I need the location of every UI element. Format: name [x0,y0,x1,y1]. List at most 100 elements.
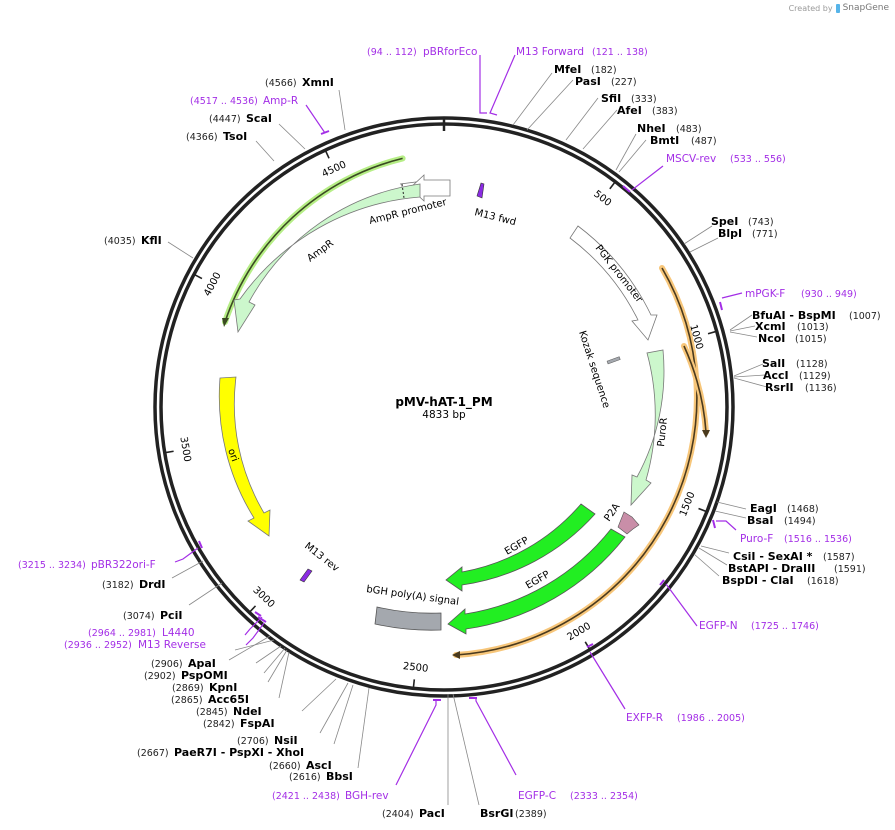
enzyme-drdi[interactable]: DrdI [139,578,166,591]
enzyme-pasi[interactable]: PasI [575,75,601,88]
enzyme-pos: (2845) [196,707,228,718]
enzyme-bstapi-draiii[interactable]: BstAPI - DraIII [728,562,815,575]
primer-bgh-rev[interactable]: BGH-rev [345,790,389,802]
enzyme-pos: (2660) [269,761,301,772]
primer-labels: (94 .. 112) pBRforEco M13 Forward (121 .… [18,46,857,802]
primer-exfp-r[interactable]: EXFP-R [626,712,663,724]
enzyme-pos: (2869) [172,683,204,694]
plasmid-length: 4833 bp [422,409,466,421]
feature-m13-fwd[interactable] [476,182,485,199]
enzyme-ncoi[interactable]: NcoI [758,332,785,345]
label-bgh-polya: bGH poly(A) signal [366,584,460,608]
enzyme-pos: (1591) [834,564,866,575]
feature-egfp-1[interactable] [447,528,626,635]
enzyme-asci[interactable]: AscI [306,759,332,772]
enzyme-rsrii[interactable]: RsrII [765,381,794,394]
primer-pbr322ori-f[interactable]: pBR322ori-F [91,559,156,571]
enzyme-mfei[interactable]: MfeI [554,63,581,76]
enzyme-bfuai-bspmi[interactable]: BfuAI - BspMI [752,309,836,322]
primer-range: (533 .. 556) [730,154,786,165]
feature-pgk-promoter[interactable] [569,225,658,341]
primer-range: (3215 .. 3234) [18,560,86,571]
enzyme-leaders [167,72,768,806]
enzyme-scai[interactable]: ScaI [246,112,272,125]
primer-pbrforeco[interactable]: pBRforEco [423,46,477,58]
tick-mark [698,507,707,513]
feature-m13-rev[interactable] [299,568,313,583]
backbone [153,116,735,698]
enzyme-fspai[interactable]: FspAI [240,717,275,730]
enzyme-nsii[interactable]: NsiI [274,734,298,747]
enzyme-pos: (4035) [104,236,136,247]
feature-egfp-2[interactable] [445,503,596,592]
enzyme-tsoi[interactable]: TsoI [223,130,247,143]
feature-kozak[interactable] [606,356,621,365]
primer-range: (2421 .. 2438) [272,791,340,802]
enzyme-acc65i[interactable]: Acc65I [208,693,249,706]
feature-ori[interactable] [218,376,271,537]
enzyme-paer7i-pspxi-xhoi[interactable]: PaeR7I - PspXI - XhoI [174,746,304,759]
plasmid-name: pMV-hAT-1_PM [395,395,492,410]
tick-label: 4000 [202,271,224,299]
tick-label: 500 [591,189,613,209]
enzyme-pos: (2865) [171,695,203,706]
enzyme-acci[interactable]: AccI [763,369,789,382]
enzyme-pos: (2902) [144,671,176,682]
enzyme-kfli[interactable]: KflI [141,234,162,247]
primer-m13-forward[interactable]: M13 Forward [516,46,584,58]
enzyme-bsrgi[interactable]: BsrGI [480,807,513,820]
enzyme-sali[interactable]: SalI [762,357,785,370]
tick-mark [707,330,716,335]
enzyme-eagi[interactable]: EagI [750,502,777,515]
credit-brand: SnapGene [842,3,889,13]
enzyme-paci[interactable]: PacI [419,807,445,820]
enzyme-apai[interactable]: ApaI [188,657,216,670]
enzyme-pcii[interactable]: PciI [160,609,182,622]
primer-amp-r[interactable]: Amp-R [263,95,298,107]
enzyme-pspomi[interactable]: PspOMI [181,669,228,682]
feature-ampr[interactable] [233,183,421,334]
enzyme-bbsi[interactable]: BbsI [326,770,353,783]
enzyme-csii-sexai[interactable]: CsiI - SexAI * [733,550,813,563]
enzyme-spei[interactable]: SpeI [711,215,738,228]
enzyme-pos: (743) [748,217,774,228]
enzyme-pos: (1129) [799,371,831,382]
tick-mark [165,450,174,454]
enzyme-bsai[interactable]: BsaI [747,514,773,527]
enzyme-pos: (1015) [795,334,827,345]
primer-mpgk-f[interactable]: mPGK-F [745,288,785,300]
tick-mark [194,274,203,280]
enzyme-sfii[interactable]: SfiI [601,92,621,105]
enzyme-pos: (1007) [849,311,881,322]
primer-l4440[interactable]: L4440 [162,627,195,639]
enzyme-pos: (4447) [209,114,241,125]
enzyme-pos: (1128) [796,359,828,370]
label-p2a: P2A [602,502,622,524]
enzyme-bmti[interactable]: BmtI [650,134,679,147]
enzyme-kpni[interactable]: KpnI [209,681,237,694]
enzyme-pos: (333) [631,94,657,105]
primer-puro-f[interactable]: Puro-F [740,533,773,545]
feature-p2a[interactable] [617,511,640,535]
enzyme-pos: (2389) [515,809,547,820]
enzyme-xcmi[interactable]: XcmI [755,320,786,333]
enzyme-pos: (2404) [382,809,414,820]
snapgene-credit: Created by SnapGene [789,3,889,13]
enzyme-blpi[interactable]: BlpI [718,227,742,240]
enzyme-nhei[interactable]: NheI [637,122,666,135]
enzyme-pos: (1618) [807,576,839,587]
enzyme-bspdi-clai[interactable]: BspDI - ClaI [722,574,794,587]
primer-egfp-c[interactable]: EGFP-C [518,790,556,802]
enzyme-afei[interactable]: AfeI [617,104,642,117]
primer-mscv-rev[interactable]: MSCV-rev [666,153,716,165]
enzyme-xmni[interactable]: XmnI [302,76,334,89]
feature-puror[interactable] [630,349,665,507]
primer-m13-reverse[interactable]: M13 Reverse [138,639,206,651]
primer-egfp-n[interactable]: EGFP-N [699,620,738,632]
feature-bgh-polya[interactable] [374,606,442,631]
primer-markers [174,54,743,786]
tick-mark [249,605,257,613]
enzyme-ndei[interactable]: NdeI [233,705,262,718]
snapgene-logo-icon [835,3,840,13]
